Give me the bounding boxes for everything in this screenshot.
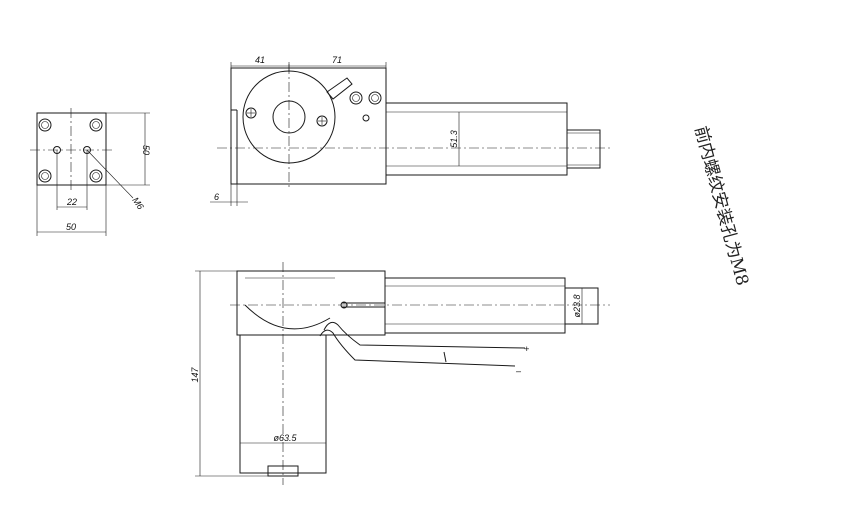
wire-plus [323,321,526,349]
gearbox-body [230,67,387,185]
dim-flange-width: 50 [66,222,76,232]
rod-end [566,129,601,169]
flange-hole-tr [89,118,103,132]
top-view: 41 71 51.3 6 [210,55,610,206]
pin-hole [362,114,370,122]
gear-arc [244,304,331,330]
dim-rod-dia: ø23.8 [572,294,582,317]
switch-hole-icon [368,91,382,105]
dim-gearbox-length: 71 [332,55,342,65]
flange-hole-bl [38,169,52,183]
screw-icon [316,115,328,127]
dim-motor-dia: ø63.5 [273,433,297,443]
outer-tube [385,102,568,176]
screw-icon [245,107,257,119]
front-rod-end [564,287,599,325]
wire-outlet-tab [326,77,353,100]
dim-wall: 6 [214,192,219,202]
flange-view: 50 22 50 M6 [30,108,151,236]
mounting-note: 前内螺纹安装孔为M8 [690,124,752,288]
front-view: + – 147 ø63.5 ø23.8 [190,262,610,485]
wire-minus [319,329,516,367]
dim-motor-offset: 41 [255,55,265,65]
flange-hole-br [89,169,103,183]
wire-plus-label: + [524,344,529,354]
flange-hole-tl [38,118,52,132]
dim-total-height: 147 [190,367,200,383]
dim-hole-spacing: 22 [66,197,77,207]
wire-minus-label: – [515,366,522,376]
dim-tube-height: 51.3 [449,130,459,148]
flange-plate [36,112,107,186]
thread-leader [86,149,134,199]
switch-hole-icon [349,91,363,105]
dim-flange-height: 50 [141,145,151,155]
